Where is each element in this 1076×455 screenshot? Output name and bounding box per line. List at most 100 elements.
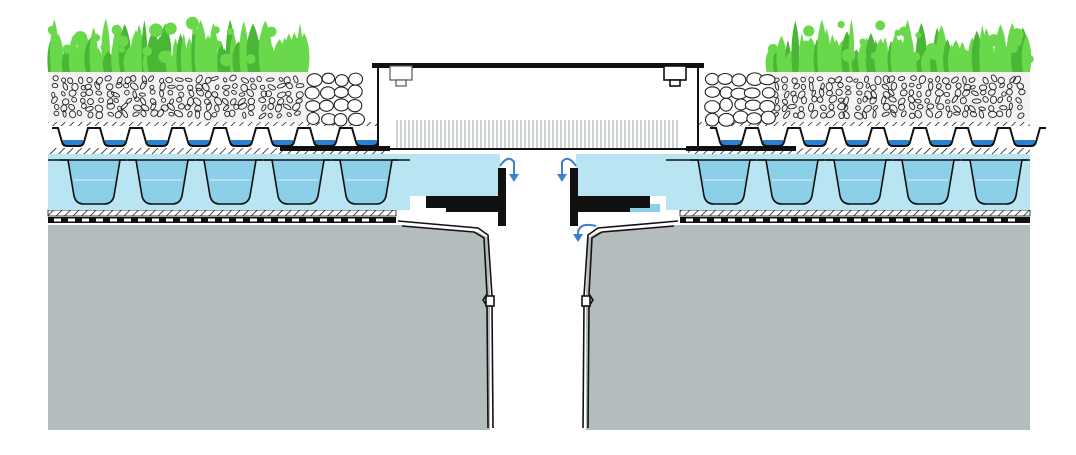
fleece-strip bbox=[698, 122, 1030, 126]
grass-leaf bbox=[220, 53, 233, 67]
pebble bbox=[718, 112, 735, 127]
gravel-grain bbox=[231, 89, 237, 95]
membrane-dash bbox=[376, 218, 383, 222]
gravel-grain bbox=[78, 76, 84, 85]
gravel-grain bbox=[816, 76, 824, 82]
gravel-grain bbox=[826, 110, 836, 119]
flow-arrow-left bbox=[561, 157, 577, 176]
gravel-grain bbox=[901, 82, 907, 90]
gravel-grain bbox=[936, 103, 945, 111]
gravel-grain bbox=[869, 96, 877, 105]
gravel-grain bbox=[899, 89, 908, 97]
water-area-left-inner bbox=[410, 154, 500, 196]
gravel-grain bbox=[1001, 91, 1007, 97]
gravel-grain bbox=[295, 98, 303, 104]
gravel-grain bbox=[1017, 104, 1023, 111]
grass-leaf bbox=[73, 31, 88, 45]
gravel-grain bbox=[988, 82, 997, 91]
pebble bbox=[719, 86, 733, 99]
grass-leaf bbox=[192, 28, 200, 36]
gravel-grain bbox=[781, 98, 789, 105]
membrane-dash bbox=[868, 218, 875, 222]
membrane-dash bbox=[54, 218, 61, 222]
membrane-dash bbox=[700, 218, 707, 222]
gravel-grain bbox=[968, 77, 976, 83]
gravel-grain bbox=[914, 109, 922, 119]
gravel-grain bbox=[872, 104, 878, 111]
gravel-grain bbox=[265, 77, 275, 82]
flow-arrow-right bbox=[499, 157, 515, 176]
pebble bbox=[333, 86, 349, 99]
gravel-grain bbox=[248, 110, 254, 117]
small-drainage-cup bbox=[836, 127, 878, 147]
drainage-cup bbox=[128, 159, 194, 205]
pebble bbox=[760, 110, 776, 125]
gravel-grain bbox=[221, 84, 231, 90]
grass-leaf bbox=[981, 43, 994, 56]
gravel-grain bbox=[139, 80, 147, 90]
gravel-grain bbox=[888, 89, 895, 97]
gravel-grain bbox=[294, 110, 301, 116]
gravel-grain bbox=[62, 82, 69, 91]
gravel-grain bbox=[193, 97, 202, 106]
membrane-dash bbox=[68, 218, 75, 222]
gravel-grain bbox=[247, 97, 255, 106]
pebble bbox=[305, 100, 321, 112]
gravel-grain bbox=[1016, 82, 1025, 90]
gravel-grain bbox=[1012, 75, 1022, 85]
drainage-cup bbox=[60, 159, 126, 205]
gravel-grain bbox=[295, 83, 305, 89]
cup-water bbox=[357, 140, 377, 146]
gravel-grain bbox=[1005, 108, 1012, 118]
grass-tuft bbox=[135, 24, 144, 72]
gravel-grain bbox=[962, 110, 969, 118]
cup-water bbox=[63, 140, 83, 146]
pebble bbox=[321, 72, 336, 85]
drainage-cup bbox=[758, 159, 824, 205]
gravel-grain bbox=[971, 98, 982, 104]
grass-tuft bbox=[209, 22, 218, 73]
gravel-grain bbox=[233, 104, 240, 110]
gravel-grain bbox=[1006, 83, 1013, 90]
curved-flow-arrow-icon bbox=[509, 174, 519, 182]
gravel-grain bbox=[907, 95, 915, 104]
gravel-grain bbox=[782, 83, 788, 91]
membrane-dash bbox=[728, 218, 735, 222]
grass-leaf bbox=[226, 27, 235, 36]
gravel-grain bbox=[856, 90, 863, 96]
gravel-grain bbox=[87, 111, 94, 119]
grass-leaf bbox=[290, 37, 304, 52]
gravel-grain bbox=[282, 103, 292, 111]
flow-arrow-bottom bbox=[577, 223, 597, 236]
gravel-grain bbox=[167, 89, 174, 96]
gravel-grain bbox=[970, 110, 977, 118]
gravel-grain bbox=[934, 110, 943, 119]
membrane-dash bbox=[966, 218, 973, 222]
grass-leaf bbox=[1011, 28, 1024, 41]
gravel-grain bbox=[886, 75, 896, 83]
pebble bbox=[304, 86, 320, 100]
grass-leaf bbox=[164, 50, 172, 58]
gravel-grain bbox=[971, 90, 979, 97]
gravel-grain bbox=[997, 96, 1004, 104]
filter-fleece bbox=[48, 122, 1030, 154]
curved-flow-arrow-icon bbox=[557, 174, 567, 182]
gravel-grain bbox=[881, 83, 890, 90]
cup-water bbox=[805, 140, 825, 146]
grass-tuft bbox=[822, 28, 831, 72]
gravel-grain bbox=[897, 97, 906, 106]
gravel-grain bbox=[214, 104, 220, 113]
drainage-cup bbox=[196, 159, 262, 205]
gravel-grain bbox=[889, 104, 898, 114]
grass-leaf bbox=[92, 33, 101, 42]
gravel-grain bbox=[94, 81, 101, 90]
membrane-dash bbox=[798, 218, 805, 222]
gravel-grain bbox=[249, 77, 255, 83]
gravel-grain bbox=[76, 110, 82, 117]
grass-leaf bbox=[212, 26, 220, 34]
gravel-grain bbox=[838, 111, 845, 120]
membrane-dash bbox=[110, 218, 117, 222]
gravel-grain bbox=[61, 77, 67, 83]
grass-leaf bbox=[894, 29, 902, 37]
